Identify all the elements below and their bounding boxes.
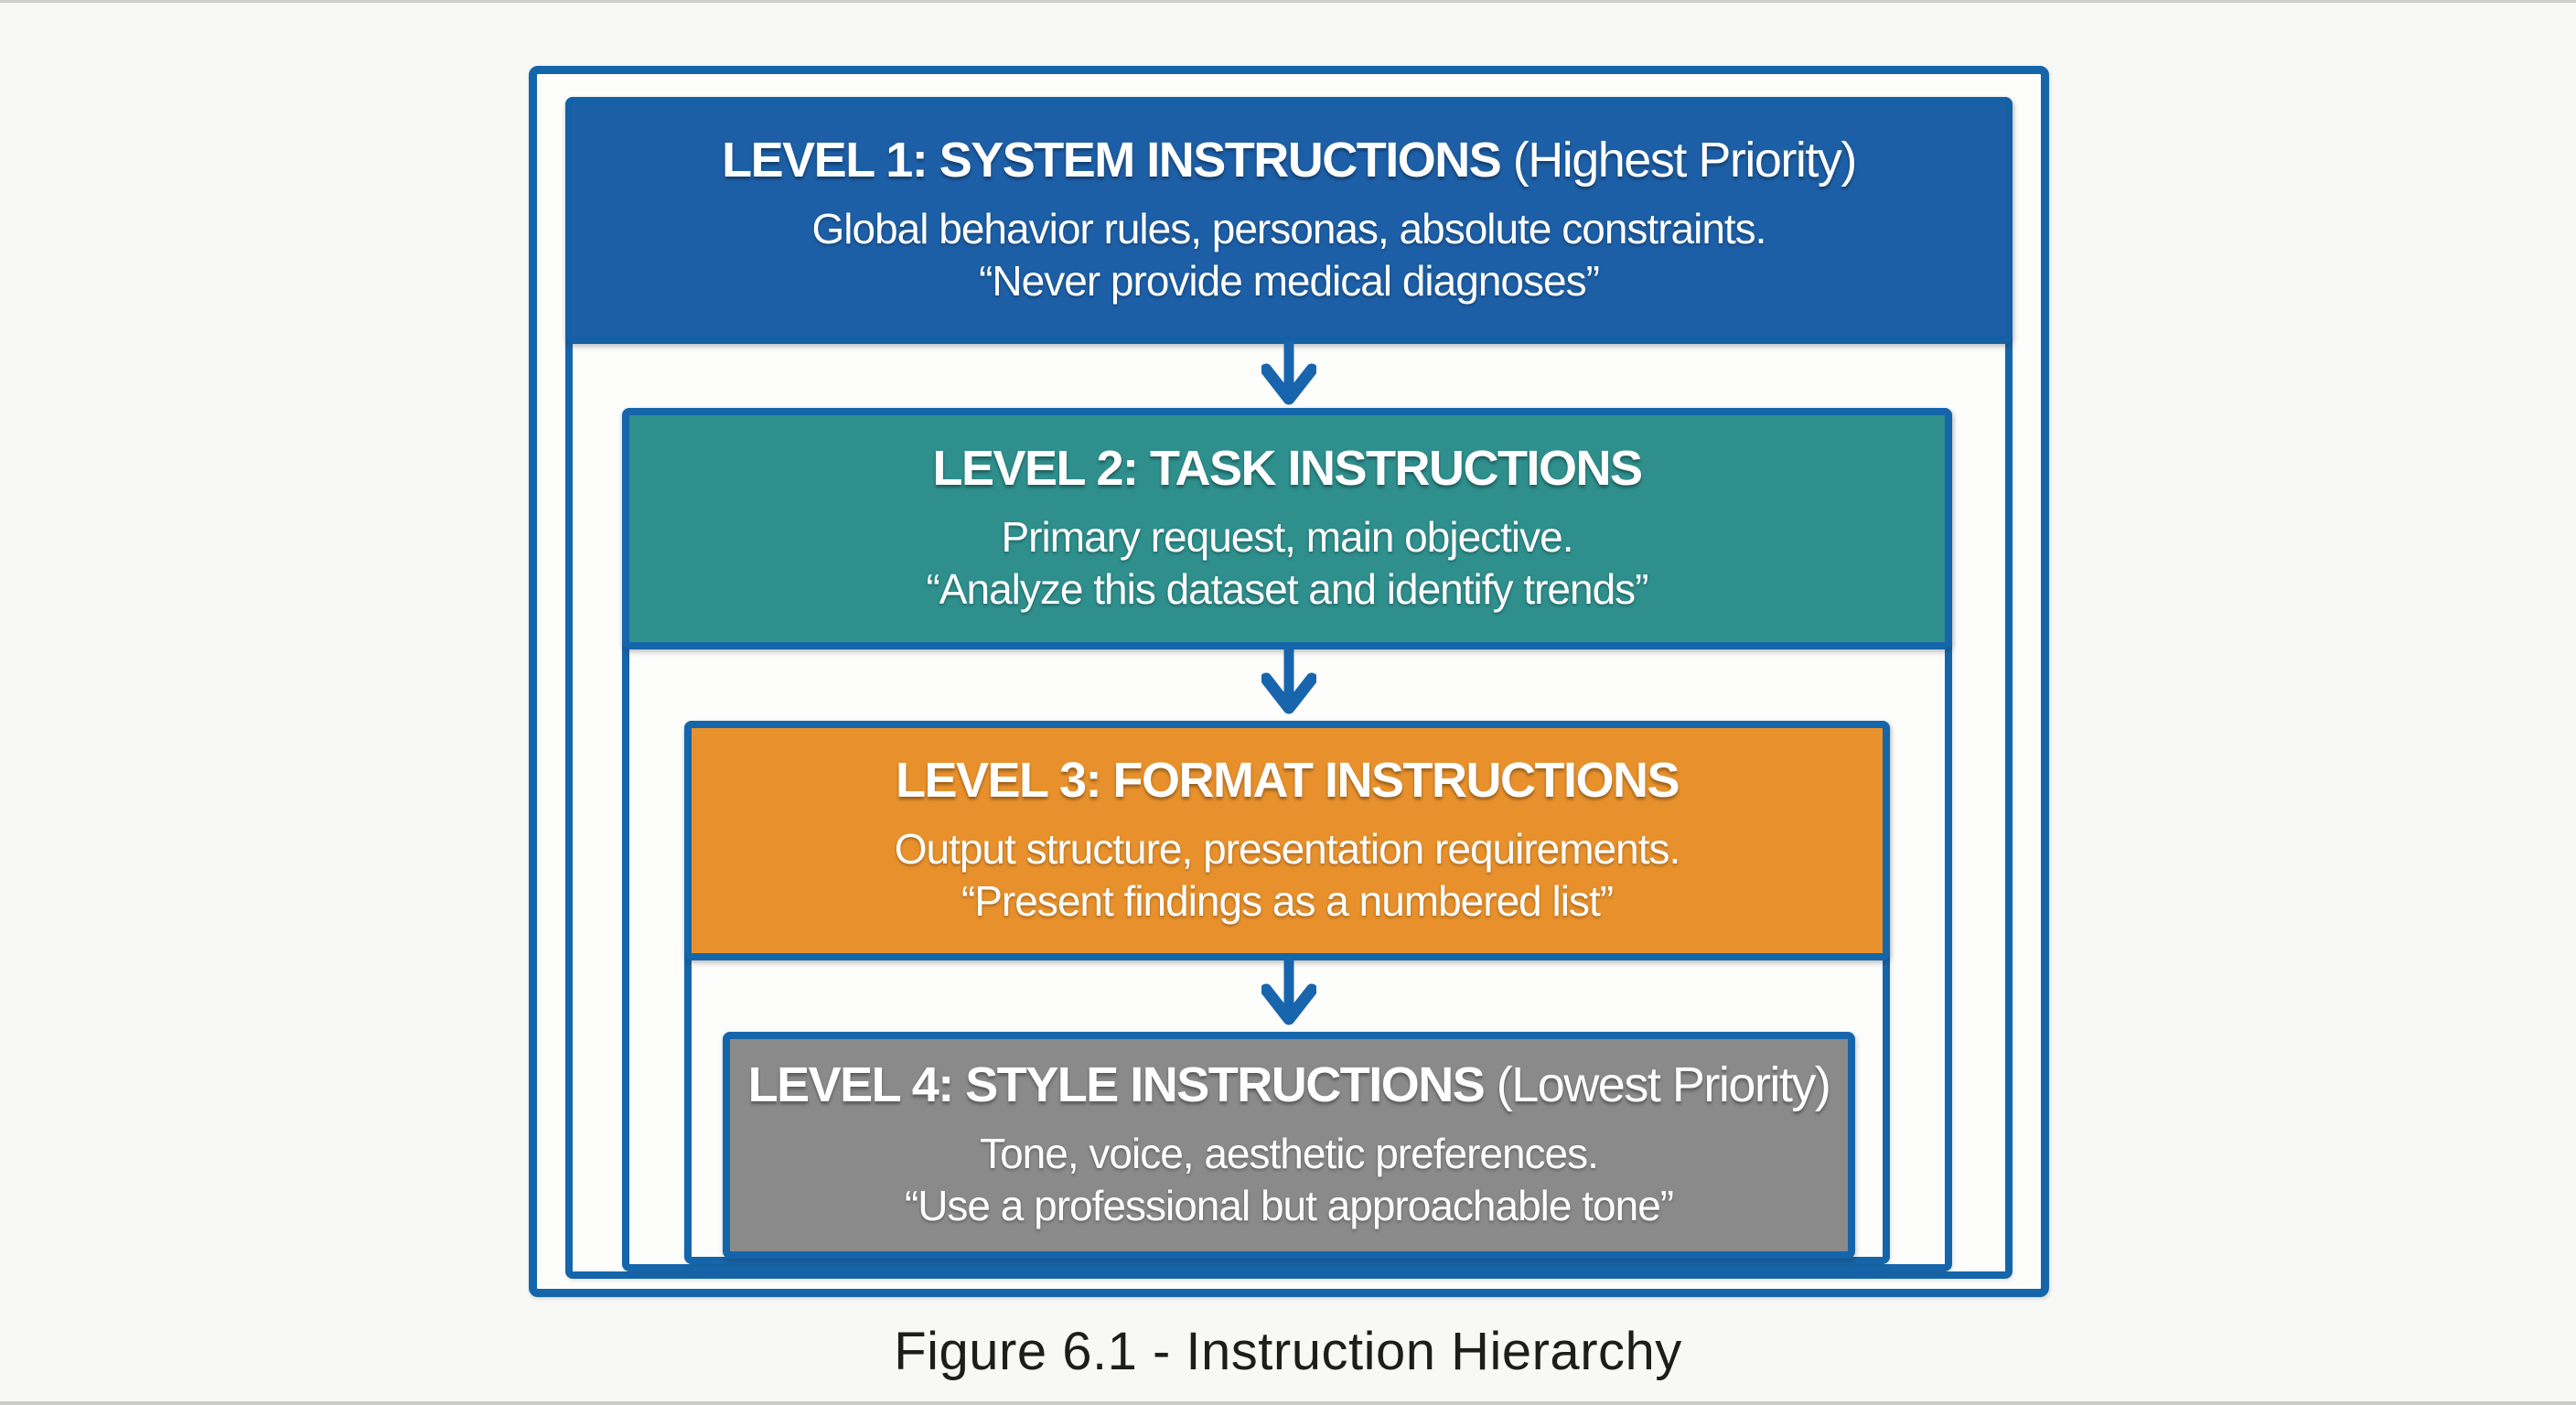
level-3-box: LEVEL 3: FORMAT INSTRUCTIONS Output stru… [684,721,1890,960]
figure-caption: Figure 6.1 - Instruction Hierarchy [894,1322,1682,1381]
down-arrow-icon [1261,340,1316,410]
level-2-title-main: LEVEL 2: TASK INSTRUCTIONS [932,441,1643,497]
level-3-description: Output structure, presentation requireme… [894,824,1681,873]
down-arrow-icon [1261,957,1316,1034]
level-2-example-quote: “Analyze this dataset and identify trend… [926,564,1648,613]
level-1-title: LEVEL 1: SYSTEM INSTRUCTIONS (Highest Pr… [722,133,1858,188]
level-2-box: LEVEL 2: TASK INSTRUCTIONS Primary reque… [622,408,1952,649]
level-1-title-main: LEVEL 1: SYSTEM INSTRUCTIONS [722,133,1502,188]
top-edge-artifact-line [0,0,2576,3]
level-4-title-main: LEVEL 4: STYLE INSTRUCTIONS [747,1057,1486,1113]
level-4-description: Tone, voice, aesthetic preferences. [980,1129,1599,1177]
level-1-box: LEVEL 1: SYSTEM INSTRUCTIONS (Highest Pr… [565,97,2012,344]
level-4-title-suffix: (Lowest Priority) [1484,1057,1831,1113]
level-1-example-quote: “Never provide medical diagnoses” [979,256,1600,305]
level-4-box: LEVEL 4: STYLE INSTRUCTIONS (Lowest Prio… [723,1032,1855,1259]
down-arrow-icon [1261,646,1316,723]
level-1-title-suffix: (Highest Priority) [1500,133,1858,188]
level-2-title: LEVEL 2: TASK INSTRUCTIONS [932,441,1643,497]
level-4-example-quote: “Use a professional but approachable ton… [904,1181,1674,1229]
level-3-title-main: LEVEL 3: FORMAT INSTRUCTIONS [895,753,1680,809]
level-3-example-quote: “Present findings as a numbered list” [961,876,1614,925]
level-1-description: Global behavior rules, personas, absolut… [811,204,1767,252]
level-3-title: LEVEL 3: FORMAT INSTRUCTIONS [895,753,1680,809]
bottom-edge-artifact-line [0,1401,2576,1405]
level-2-description: Primary request, main objective. [1001,512,1573,561]
level-4-title: LEVEL 4: STYLE INSTRUCTIONS (Lowest Prio… [747,1057,1831,1113]
